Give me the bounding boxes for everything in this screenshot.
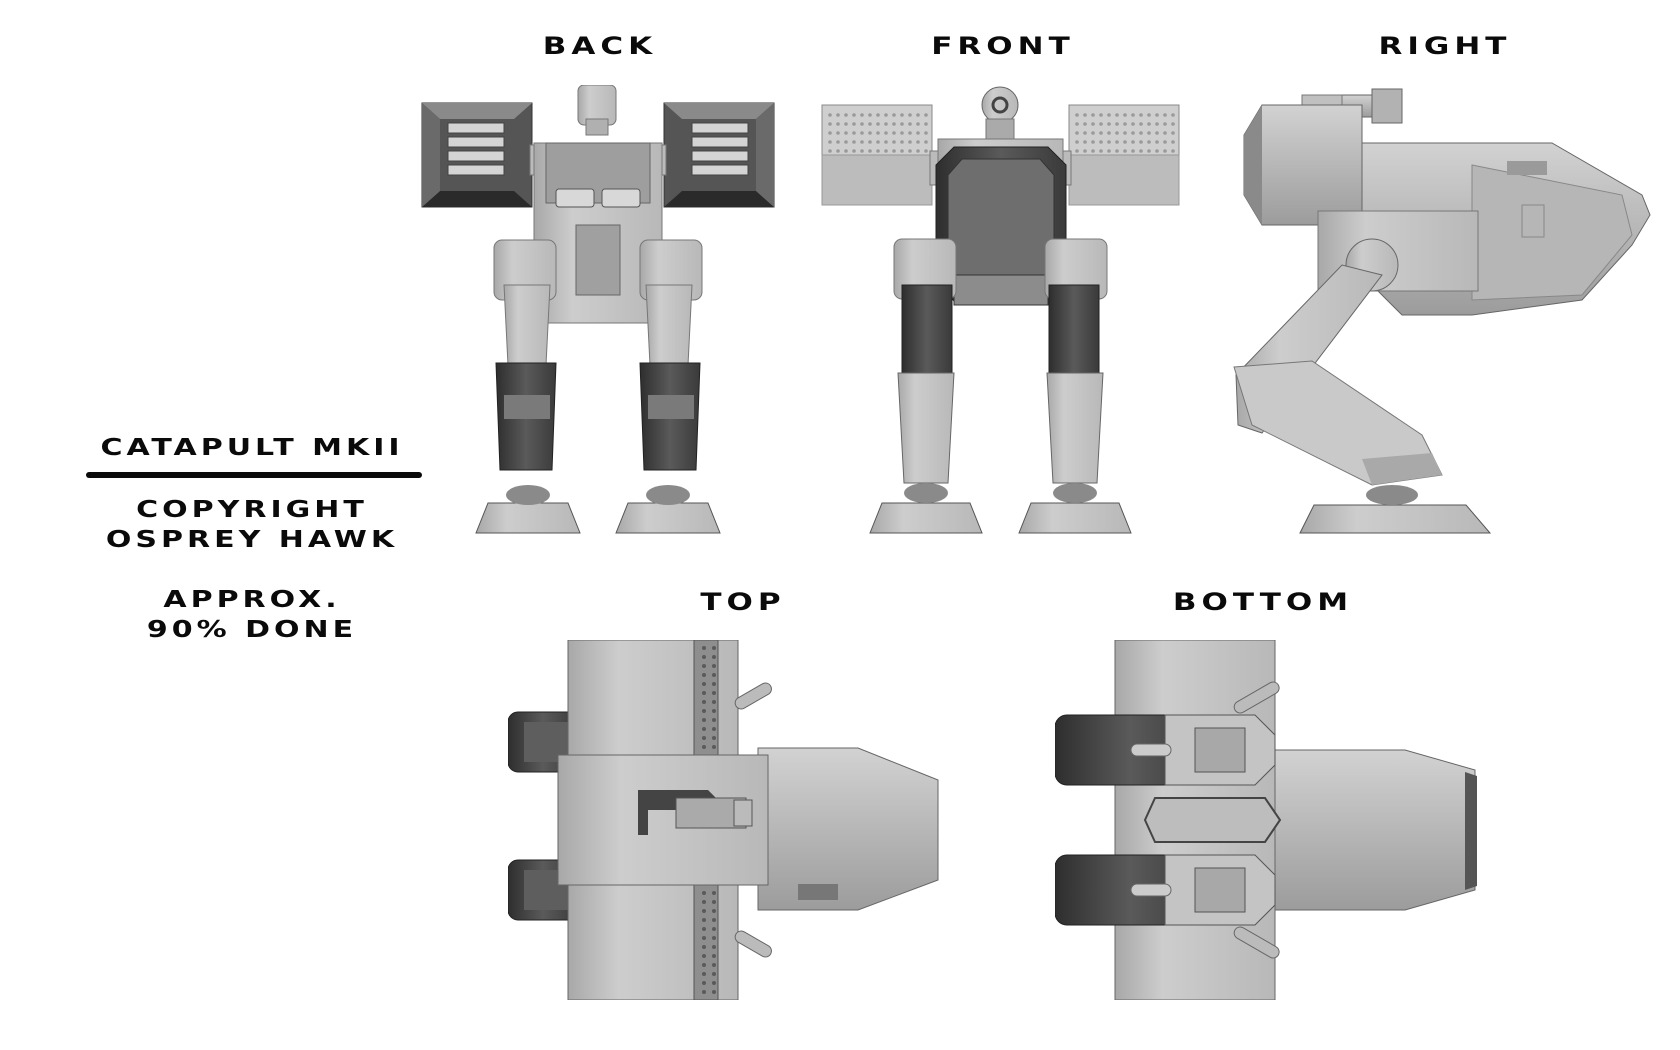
title-divider — [86, 472, 422, 478]
view-title-right: RIGHT — [1378, 31, 1512, 61]
left-launcher-face — [821, 104, 933, 206]
status-line-2: 90% DONE — [146, 615, 358, 644]
right-launcher-face — [1068, 104, 1180, 206]
mech-right-view — [1222, 85, 1662, 540]
mech-top-view — [508, 640, 948, 1000]
status-line-1: APPROX. — [163, 585, 341, 614]
left-missile-pod — [421, 102, 533, 208]
copyright-line-2: OSPREY HAWK — [105, 525, 399, 554]
view-title-front: FRONT — [931, 31, 1075, 61]
mech-bottom-view — [1055, 640, 1495, 1000]
mech-back-view — [418, 85, 778, 540]
view-title-top: TOP — [700, 587, 786, 617]
copyright-line-1: COPYRIGHT — [136, 495, 368, 524]
view-title-back: BACK — [542, 31, 658, 61]
right-missile-pod — [663, 102, 775, 208]
model-name: CATAPULT MKII — [100, 433, 404, 462]
mech-front-view — [818, 85, 1183, 540]
view-title-bottom: BOTTOM — [1172, 587, 1354, 617]
